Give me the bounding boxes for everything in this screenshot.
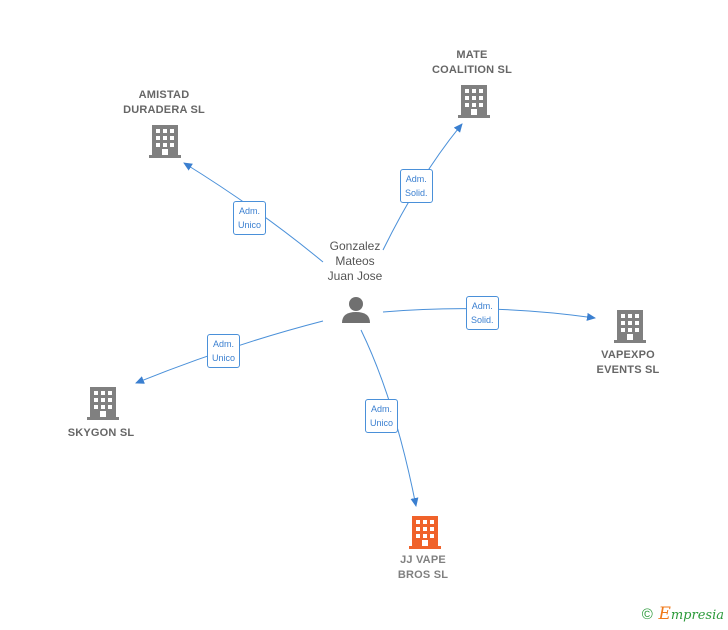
relation-role: Adm. — [371, 404, 393, 414]
relation-label-amistad[interactable]: Adm. Unico — [233, 201, 267, 235]
relation-type: Unico — [238, 220, 262, 230]
company-name-line: BROS SL — [397, 569, 449, 581]
company-name-line: VAPEXPO — [601, 349, 655, 361]
relation-type: Solid. — [405, 188, 428, 198]
company-name-line: JJ VAPE — [400, 554, 446, 566]
brand-logo-text: mpresia — [670, 608, 724, 623]
building-icon-highlighted[interactable] — [409, 516, 441, 549]
building-icon[interactable] — [87, 387, 119, 420]
person-name-line: Juan Jose — [327, 269, 383, 283]
relation-type: Solid. — [471, 315, 494, 325]
relation-label-mate[interactable]: Adm. Solid. — [400, 169, 433, 203]
copyright-brand[interactable]: © Empresia — [642, 604, 724, 624]
relation-role: Adm. — [239, 206, 261, 216]
company-name-line: AMISTAD — [138, 89, 190, 101]
company-label-amistad[interactable]: AMISTAD DURADERA SL — [123, 88, 205, 118]
relation-type: Unico — [370, 418, 394, 428]
company-label-mate[interactable]: MATE COALITION SL — [432, 48, 512, 78]
company-name-line: EVENTS SL — [596, 364, 660, 376]
company-label-jjvape[interactable]: JJ VAPE BROS SL — [398, 553, 448, 583]
person-name[interactable]: Gonzalez Mateos Juan Jose — [328, 239, 383, 284]
person-name-line: Gonzalez — [329, 239, 381, 253]
relation-label-jjvape[interactable]: Adm. Unico — [365, 399, 399, 433]
company-name-line: COALITION SL — [431, 64, 513, 76]
building-icon[interactable] — [458, 85, 490, 118]
relation-label-skygon[interactable]: Adm. Unico — [207, 334, 241, 368]
building-icon[interactable] — [614, 310, 646, 343]
relation-role: Adm. — [471, 301, 493, 311]
building-icon[interactable] — [149, 125, 181, 158]
company-name-line: DURADERA SL — [123, 104, 205, 116]
person-icon[interactable] — [342, 297, 370, 323]
relation-role: Adm. — [213, 339, 235, 349]
relation-type: Unico — [212, 353, 236, 363]
relation-label-vapexpo[interactable]: Adm. Solid. — [466, 296, 499, 330]
company-name-line: MATE — [456, 49, 488, 61]
company-label-vapexpo[interactable]: VAPEXPO EVENTS SL — [597, 348, 660, 378]
relation-role: Adm. — [405, 174, 427, 184]
copyright-icon: © — [641, 606, 653, 623]
company-name-line: SKYGON SL — [67, 427, 135, 439]
brand-logo-letter: E — [658, 604, 671, 624]
company-label-skygon[interactable]: SKYGON SL — [68, 426, 135, 441]
person-name-line: Mateos — [335, 254, 375, 268]
